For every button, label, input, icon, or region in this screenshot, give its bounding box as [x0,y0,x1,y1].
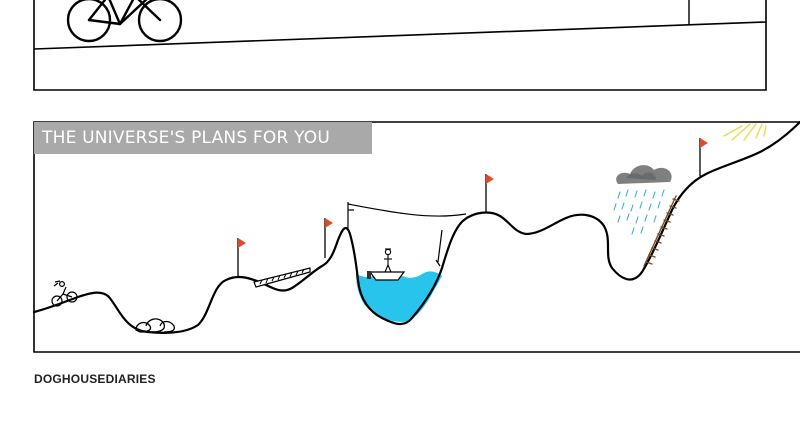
rocks-icon [135,318,176,333]
credit: DOGHOUSEDIARIES [34,372,156,386]
ladder-icon [643,195,680,267]
flag-icon [485,174,494,212]
flag-icon [324,218,333,258]
panel-1-road [33,21,767,50]
stick-figure-icon [384,248,392,273]
terrain [32,120,800,334]
panel-2 [32,120,800,353]
panel-1-border [33,0,767,91]
panel-caption: THE UNIVERSE'S PLANS FOR YOU [34,122,372,154]
flag-icon [237,238,246,278]
zipline [347,202,467,267]
bridge-icon [253,267,311,288]
sun-icon [723,123,767,141]
panel-2-border [33,121,800,353]
panel-1 [33,0,767,91]
storm-cloud-icon [616,165,672,184]
rain [613,189,665,235]
flag-icon [699,138,708,176]
cyclist-icon [51,280,78,307]
water [356,271,442,322]
bicycle-icon [66,0,183,43]
boat-icon [367,271,406,281]
